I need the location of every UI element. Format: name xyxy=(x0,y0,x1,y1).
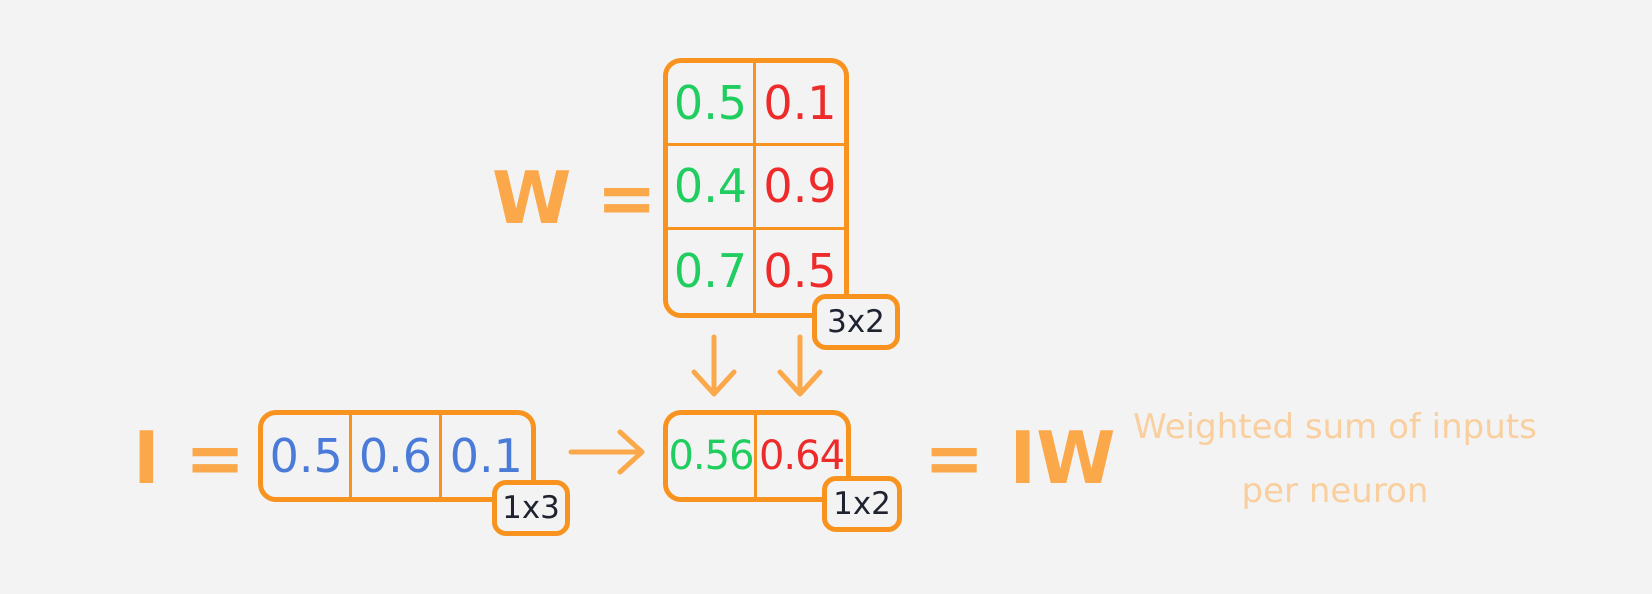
result-label: = IW xyxy=(924,416,1116,500)
weight-cell: 0.7 xyxy=(668,229,756,313)
result-vector: 0.56 0.64 xyxy=(663,410,851,502)
weight-cell: 0.5 xyxy=(763,244,837,299)
input-cell: 0.5 xyxy=(263,415,353,497)
inputs-vector: 0.5 0.6 0.1 xyxy=(258,410,536,502)
result-shape-badge: 1x2 xyxy=(822,476,902,532)
weights-label: W = xyxy=(492,156,657,240)
weight-cell: 0.9 xyxy=(756,146,844,230)
weights-matrix: 0.5 0.1 0.4 0.9 0.7 0.5 xyxy=(663,58,849,318)
weight-cell: 0.1 xyxy=(756,63,844,147)
weight-cell: 0.5 xyxy=(668,63,756,147)
arrow-right-icon xyxy=(568,429,645,475)
weights-shape-badge: 3x2 xyxy=(812,294,900,350)
arrow-down-right-icon xyxy=(777,334,823,397)
weight-cell: 0.4 xyxy=(668,146,756,230)
input-cell: 0.1 xyxy=(449,429,523,483)
caption-line-2: per neuron xyxy=(1241,471,1429,511)
result-cell: 0.56 xyxy=(668,415,757,497)
caption-line-1: Weighted sum of inputs xyxy=(1133,407,1537,447)
input-cell: 0.6 xyxy=(352,415,442,497)
arrow-down-left-icon xyxy=(691,334,737,397)
inputs-shape-badge: 1x3 xyxy=(492,480,570,536)
result-cell: 0.64 xyxy=(758,433,845,479)
caption: Weighted sum of inputs per neuron xyxy=(1120,395,1550,523)
inputs-label: I = xyxy=(133,416,246,500)
